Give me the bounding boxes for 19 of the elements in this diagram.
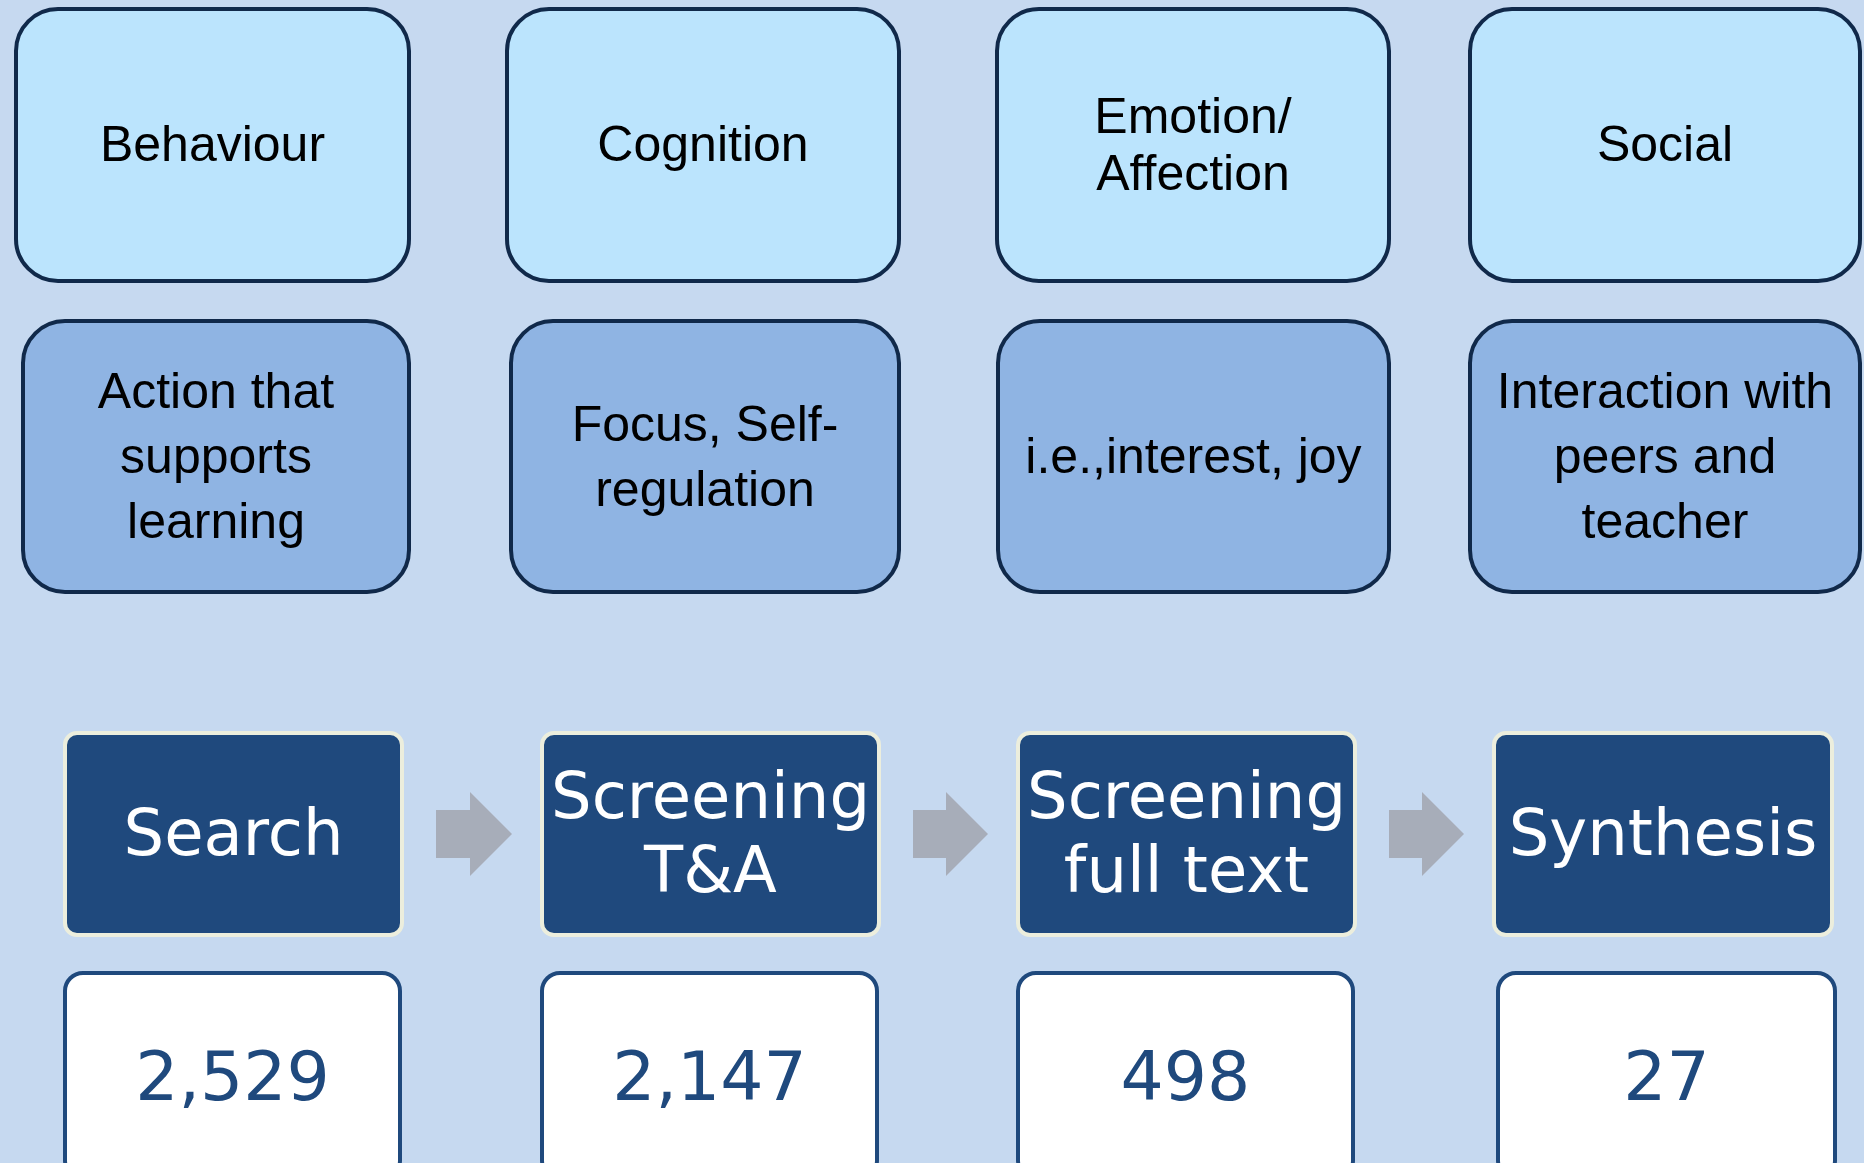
process-step-box: Synthesis [1492, 731, 1834, 937]
count-box: 2,147 [540, 971, 879, 1163]
block-arrow [913, 792, 988, 876]
category-box: Emotion/ Affection [995, 7, 1391, 283]
category-box: Social [1468, 7, 1862, 283]
description-box: Interaction with peers and teacher [1468, 319, 1862, 594]
block-arrow [436, 792, 512, 876]
count-box: 27 [1496, 971, 1837, 1163]
description-box: i.e.,interest, joy [996, 319, 1391, 594]
process-step-box: Search [63, 731, 404, 937]
description-box: Action that supports learning [21, 319, 411, 594]
description-box: Focus, Self-regulation [509, 319, 901, 594]
block-arrow [1389, 792, 1464, 876]
process-step-box: Screening full text [1016, 731, 1357, 937]
count-box: 2,529 [63, 971, 402, 1163]
category-box: Behaviour [14, 7, 411, 283]
category-box: Cognition [505, 7, 901, 283]
count-box: 498 [1016, 971, 1355, 1163]
process-step-box: Screening T&A [540, 731, 881, 937]
